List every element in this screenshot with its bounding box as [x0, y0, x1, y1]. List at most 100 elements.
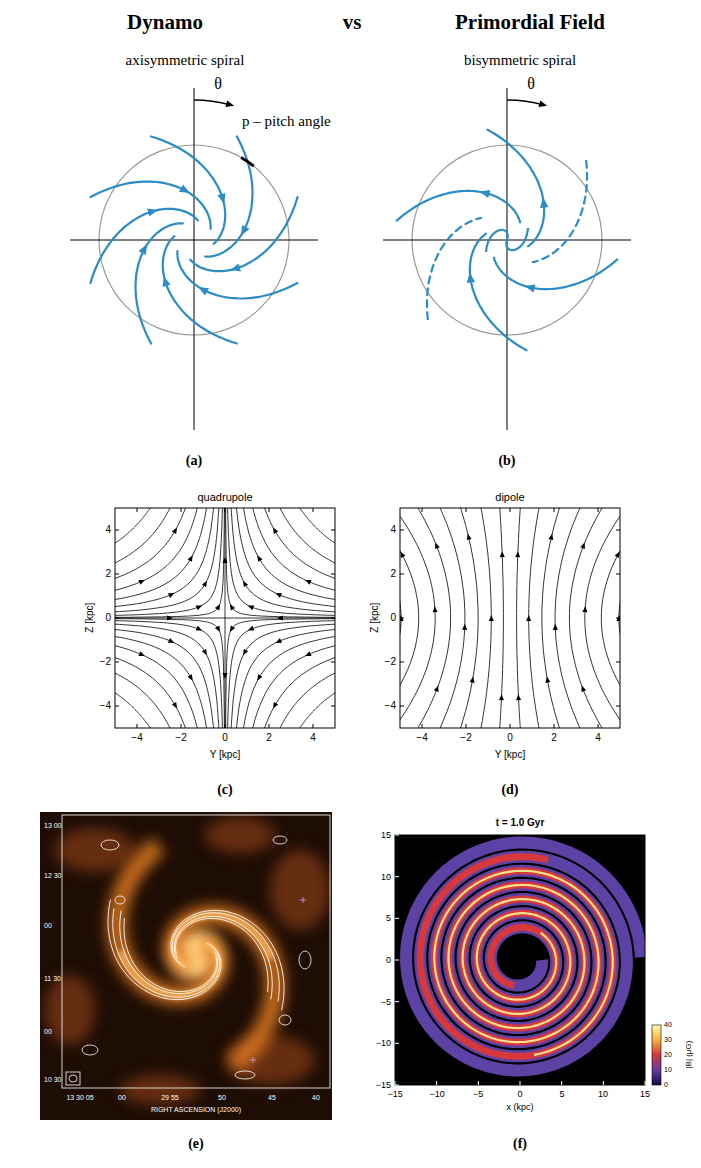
tick-label: 0 [222, 732, 228, 744]
field-line [494, 258, 617, 289]
tick-label: −2 [175, 732, 186, 744]
tick [395, 1001, 399, 1002]
field-line [569, 508, 606, 728]
tick [269, 508, 270, 512]
polarized-contour [273, 836, 287, 844]
tick [400, 662, 404, 663]
tick [331, 662, 335, 663]
tick-label: 0 [386, 955, 391, 965]
panel-letter: (a) [186, 453, 202, 469]
field-line [231, 624, 335, 728]
panel-letter: (d) [501, 782, 518, 798]
tick-label: 0 [518, 1089, 523, 1099]
axis-title: Y [kpc] [495, 749, 525, 761]
diffuse-emission [45, 975, 95, 1045]
tick-label: 4 [595, 732, 601, 744]
simulation-panel [395, 835, 661, 1085]
bisymmetric-panel [383, 88, 631, 430]
panel-letter: (e) [188, 1136, 204, 1152]
axis-line [70, 240, 318, 241]
arrowhead [434, 686, 439, 693]
axis-title: x (kpc) [507, 1102, 534, 1112]
diffuse-emission [55, 828, 135, 872]
coordinate-label: 00 [44, 922, 52, 930]
arrowhead [202, 649, 207, 655]
field-line [486, 228, 528, 252]
field-line [480, 508, 492, 728]
field-line [225, 508, 226, 728]
tick-label: 5 [560, 1089, 565, 1099]
tick-label: 4 [390, 524, 396, 536]
arrowhead [553, 624, 558, 630]
reversal-line [427, 218, 481, 319]
field-line [277, 508, 335, 566]
colorbar-title: |B| (μG) [684, 1041, 693, 1069]
field-line [242, 508, 335, 601]
arrowhead [499, 694, 504, 700]
tick-label: −4 [131, 732, 142, 744]
arrowhead [226, 101, 235, 108]
field-band [420, 857, 613, 1057]
plot-title: dipole [495, 491, 524, 504]
field-line [231, 508, 335, 612]
tick [181, 724, 182, 728]
tick-label: 15 [640, 1089, 650, 1099]
field-line [397, 191, 520, 222]
tick-label: −15 [376, 1080, 391, 1090]
arrowhead [198, 287, 209, 296]
panel-letter: (c) [217, 782, 233, 798]
tick [561, 1081, 562, 1085]
field-line [115, 508, 188, 581]
arrowhead [172, 527, 177, 534]
field-line [228, 508, 336, 616]
tick [269, 724, 270, 728]
tick [115, 530, 119, 531]
arrowhead [273, 702, 278, 709]
coordinate-label: 13 30 05 [66, 1094, 93, 1102]
field-line [115, 508, 154, 547]
tick-label: −2 [385, 656, 396, 668]
plot-frame [62, 815, 330, 1088]
arrowhead [257, 555, 262, 561]
arrowhead [515, 551, 520, 557]
tick [395, 1081, 396, 1085]
tick-label: 0 [390, 612, 396, 624]
tick [616, 662, 620, 663]
arrowhead [525, 284, 536, 292]
field-line [226, 619, 335, 728]
spiral-arm-emission [173, 915, 271, 966]
plot-title: t = 1.0 Gyr [496, 817, 545, 829]
arrowhead [241, 225, 250, 236]
field-line [115, 508, 214, 607]
arrowhead [230, 626, 235, 633]
arrowhead [526, 615, 531, 621]
coordinate-label: 10 30 [44, 1076, 62, 1084]
field-line [400, 508, 435, 728]
tick-label: 0 [507, 732, 513, 744]
colorbar-label: 20 [664, 1051, 672, 1059]
tick [313, 724, 314, 728]
coordinate-label: 50 [218, 1094, 226, 1102]
field-spiral [406, 843, 641, 1071]
arrowhead [243, 581, 248, 587]
tick [478, 1081, 479, 1085]
axis-line [194, 88, 195, 430]
tick-label: 2 [266, 732, 272, 744]
tick-label: 10 [381, 872, 391, 882]
arrowhead [305, 651, 312, 656]
beam-box [66, 1072, 80, 1085]
arrowhead [243, 649, 248, 655]
field-line [190, 197, 297, 271]
tick-label: −4 [385, 700, 396, 712]
arrowhead [615, 552, 620, 559]
coordinate-label: 12 30 [44, 872, 62, 880]
tick [554, 508, 555, 512]
arrowhead [168, 593, 175, 598]
tick [466, 508, 467, 512]
arrowhead [582, 606, 587, 612]
arrowhead [305, 580, 312, 585]
arrowhead [230, 263, 241, 271]
tick [598, 724, 599, 728]
arrowhead [277, 616, 283, 621]
